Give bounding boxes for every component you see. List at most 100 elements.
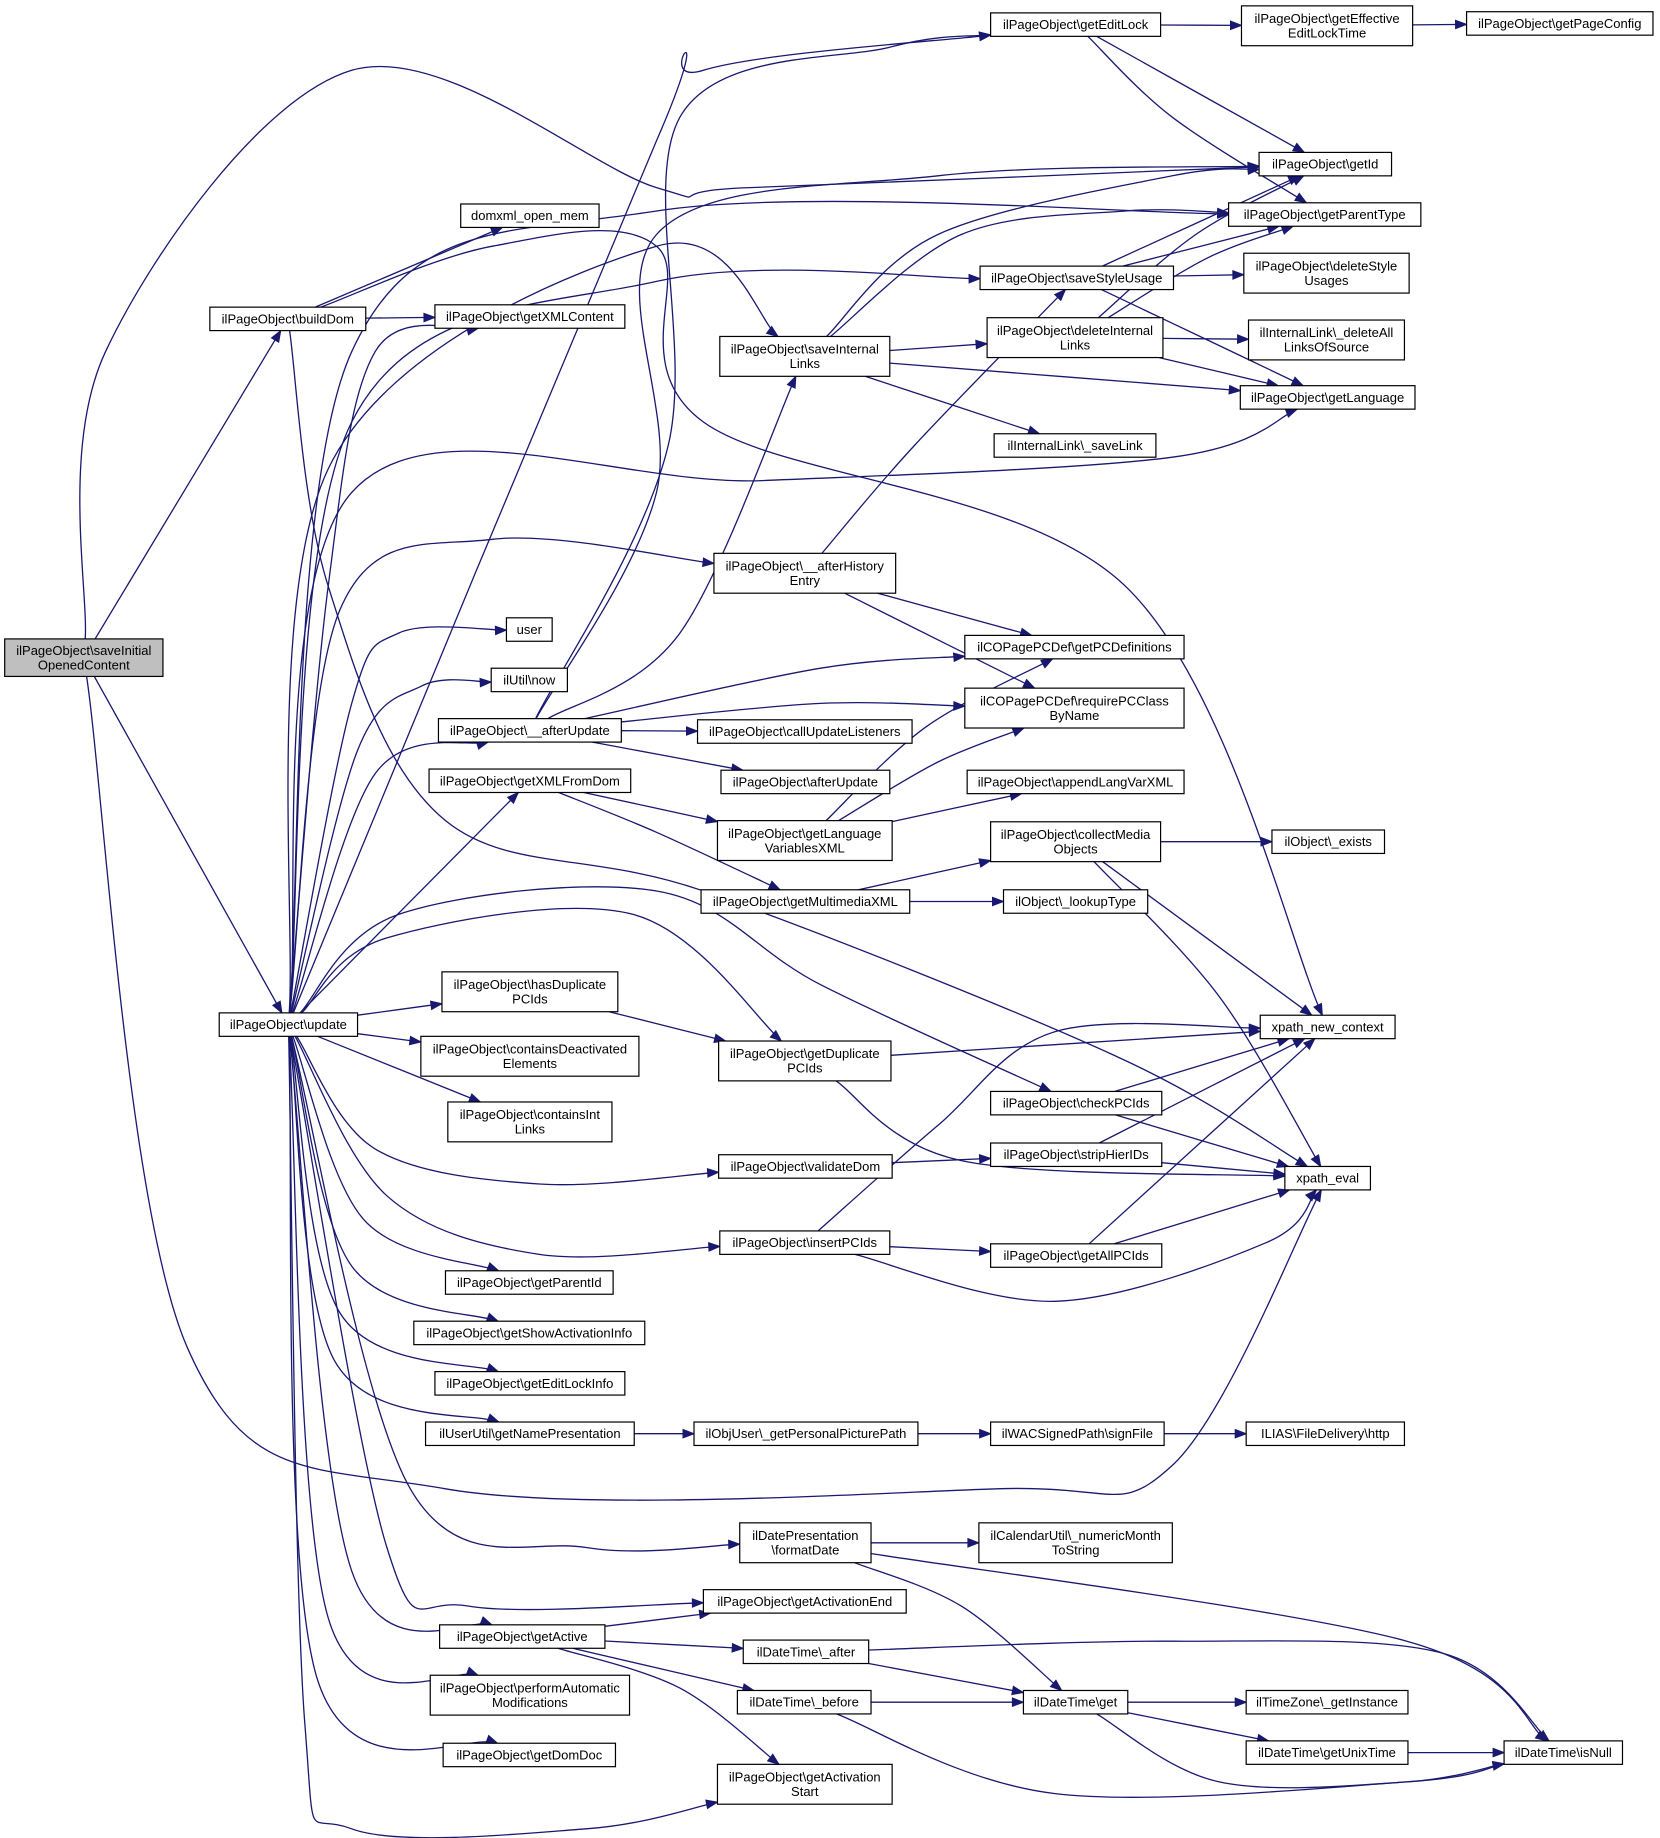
node-lookup-type[interactable]: ilObject\_lookupType [1002,889,1149,914]
arrowhead [423,312,437,323]
node-label: Objects [1054,841,1099,856]
node-update[interactable]: ilPageObject\update [218,1012,359,1037]
node-get-all-pcids[interactable]: ilPageObject\getAllPCIds [990,1243,1163,1268]
node-is-null[interactable]: ilDateTime\isNull [1503,1740,1624,1765]
node-get-xmlfrom-dom[interactable]: ilPageObject\getXMLFromDom [428,768,632,794]
edge-line [557,1647,780,1765]
node-get-language[interactable]: ilPageObject\getLanguage [1239,385,1416,410]
arrowhead [952,652,967,663]
node-perform-automatic-modifications[interactable]: ilPageObject\performAutomaticModificatio… [429,1674,631,1716]
node-get-unix-time[interactable]: ilDateTime\getUnixTime [1245,1740,1409,1765]
node-get-instance[interactable]: ilTimeZone\_getInstance [1245,1689,1409,1715]
node-get-pcdefinitions[interactable]: ilCOPagePCDef\getPCDefinitions [964,634,1185,660]
edge-__afterHistoryEntry-to-getPCDefinitions [877,592,1033,638]
node-get-edit-lock[interactable]: ilPageObject\getEditLock [990,12,1162,37]
node-label: ilDateTime\get [1034,1695,1118,1710]
node-dt-before[interactable]: ilDateTime\_before [736,1689,872,1715]
node-after-update[interactable]: ilPageObject\afterUpdate [720,769,891,795]
arrowhead [486,1262,500,1272]
node-label: ilObjUser\_getPersonalPicturePath [706,1426,907,1441]
node-save-link[interactable]: ilInternalLink\_saveLink [993,433,1157,458]
node-get-name-presentation[interactable]: ilUserUtil\getNamePresentation [424,1421,635,1447]
node-build-dom[interactable]: ilPageObject\buildDom [209,306,367,332]
node-save-style-usage[interactable]: ilPageObject\saveStyleUsage [979,265,1175,291]
edge-line [572,1647,755,1692]
node-get-id[interactable]: ilPageObject\getId [1258,151,1393,177]
node-append-lang-var-xml[interactable]: ilPageObject\appendLangVarXML [966,769,1185,795]
node-validate-dom[interactable]: ilPageObject\validateDom [718,1154,893,1179]
arrowhead [706,1168,720,1178]
edge-line [290,1036,740,1552]
arrowhead [978,31,992,42]
node-obj-exists[interactable]: ilObject\_exists [1271,829,1386,855]
node-get-page-config[interactable]: ilPageObject\getPageConfig [1465,11,1654,36]
edge-dt_get-to-getInstance [1127,1697,1248,1708]
edge-getEditLock-to-getEffectiveEditLockTime [1160,20,1243,31]
node-xpath-new-context[interactable]: xpath_new_context [1259,1014,1396,1040]
arrowhead [979,1428,993,1439]
node-insert-pcids[interactable]: ilPageObject\insertPCIds [719,1230,891,1255]
edge-update-to-hasDuplicatePCIds [357,1000,444,1016]
node-box [720,769,891,795]
node-box [434,304,626,329]
node-check-pcids[interactable]: ilPageObject\checkPCIds [990,1090,1163,1116]
node-get-parent-type[interactable]: ilPageObject\getParentType [1227,202,1422,227]
node-get-edit-lock-info[interactable]: ilPageObject\getEditLockInfo [434,1371,626,1396]
node-sign-file[interactable]: ilWACSignedPath\signFile [990,1421,1165,1447]
node-file-delivery-http[interactable]: ILIAS\FileDelivery\http [1245,1421,1406,1447]
node-label: ilCalendarUtil\_numericMonth [990,1528,1161,1543]
node-get-parent-id[interactable]: ilPageObject\getParentId [444,1270,614,1295]
node-strip-hier-ids[interactable]: ilPageObject\stripHierIDs [990,1142,1163,1168]
edge-update-to-getEditLock [292,31,992,1014]
node-xpath-eval[interactable]: xpath_eval [1284,1165,1372,1191]
node-get-multimedia-xml[interactable]: ilPageObject\getMultimediaXML [700,889,911,914]
node-il-util-now[interactable]: ilUtil\now [490,667,569,693]
node-get-active[interactable]: ilPageObject\getActive [439,1624,606,1649]
node-get-dom-doc[interactable]: ilPageObject\getDomDoc [442,1742,617,1768]
edge-deleteInternalLinks-to-getId [1097,175,1305,319]
node-label: ilDatePresentation [752,1528,858,1543]
node-box [1259,1014,1396,1040]
node-label: ilPageObject\callUpdateListeners [709,724,901,739]
edge-getMultimediaXML-to-lookupType [909,896,1005,907]
node-get-show-activation-info[interactable]: ilPageObject\getShowActivationInfo [413,1320,646,1346]
node---after-update[interactable]: ilPageObject\__afterUpdate [437,718,622,743]
node-box [439,1624,606,1649]
edge-line [1161,1162,1285,1175]
node-label: ilPageObject\__afterHistory [726,559,885,574]
arrowhead [1228,384,1242,395]
node-user[interactable]: user [505,617,553,642]
edge-line [357,1003,443,1016]
node-label: ilPageObject\__afterUpdate [450,723,610,738]
node-dt-after[interactable]: ilDateTime\_after [742,1639,870,1665]
node-format-date[interactable]: ilDatePresentation\formatDate [739,1522,872,1564]
node-get-activation-end[interactable]: ilPageObject\getActivationEnd [702,1589,907,1614]
node-dt-get[interactable]: ilDateTime\get [1022,1689,1129,1715]
node-get-xmlcontent[interactable]: ilPageObject\getXMLContent [434,304,626,329]
node-label: ilPageObject\saveInitial [16,643,151,658]
node-call-update-listeners[interactable]: ilPageObject\callUpdateListeners [696,719,913,744]
node-label: ByName [1049,708,1099,723]
node-get-personal-picture-path[interactable]: ilObjUser\_getPersonalPicturePath [693,1421,919,1447]
edge-saveStyleUsage-to-getParentType [1122,224,1281,267]
edge-getLanguageVariablesXML-to-getPCDefinitions [825,658,1054,822]
arrowhead [1291,142,1306,154]
edge-signFile-to-fileDeliveryHttp [1164,1428,1248,1439]
node-domxml-open-mem[interactable]: domxml_open_mem [460,203,600,229]
